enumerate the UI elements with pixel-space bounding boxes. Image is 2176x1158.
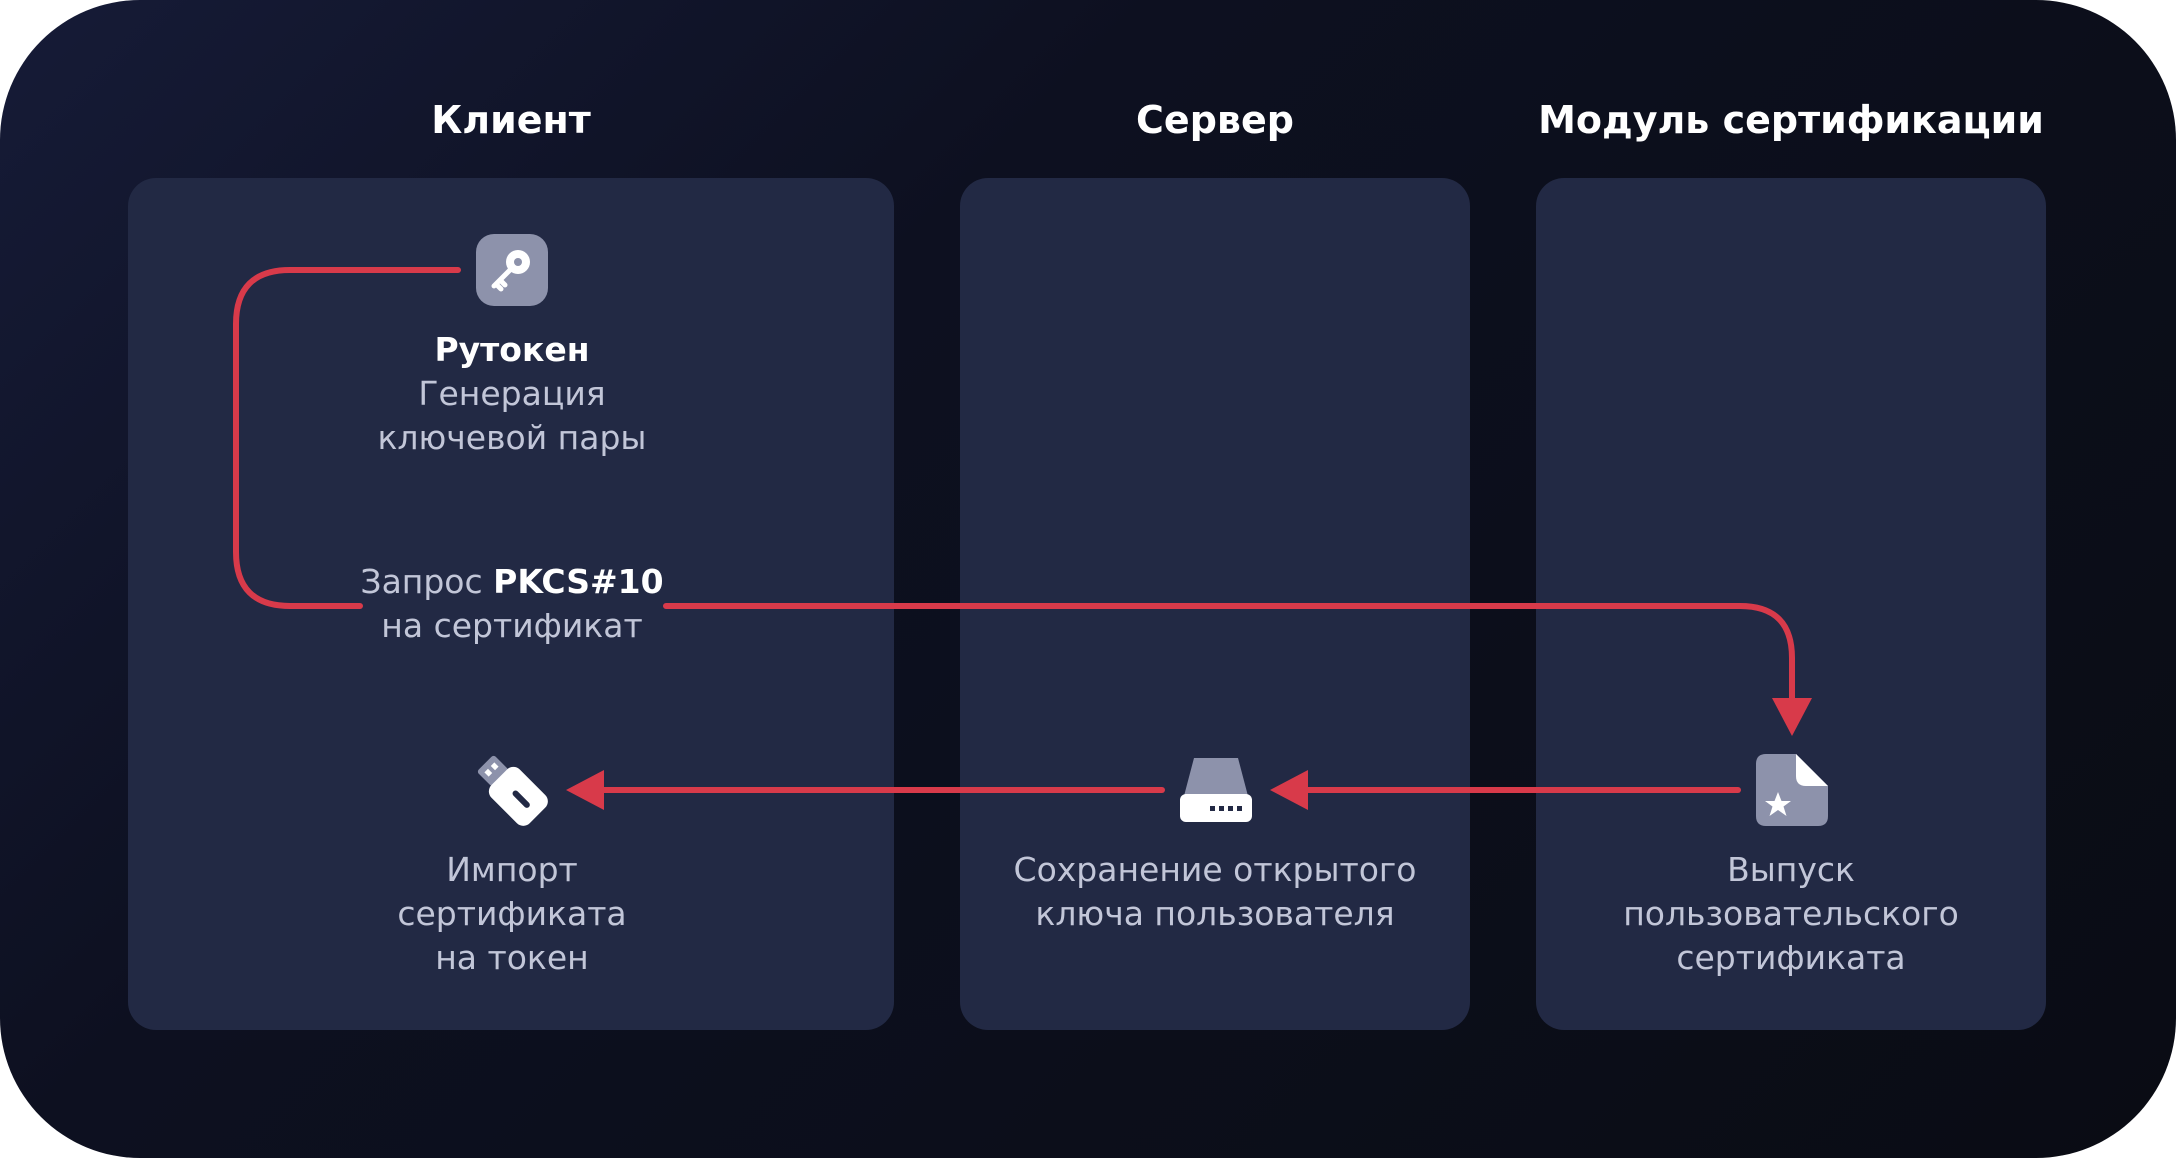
save-label: Сохранение открытого ключа пользователя xyxy=(990,848,1440,936)
request-prefix: Запрос xyxy=(360,562,494,601)
issue-line3: сертификата xyxy=(1676,938,1906,977)
issue-label: Выпуск пользовательского сертификата xyxy=(1566,848,2016,980)
request-pkcs: PKCS#10 xyxy=(493,562,664,601)
import-label: Импорт сертификата на токен xyxy=(330,848,694,980)
import-line1: Импорт xyxy=(446,850,578,889)
column-title-server: Сервер xyxy=(1136,98,1294,142)
rutoken-desc-line2: ключевой пары xyxy=(377,418,647,457)
rutoken-label: Рутокен Генерация ключевой пары xyxy=(330,328,694,460)
column-title-ca: Модуль сертификации xyxy=(1538,98,2044,142)
server-drive-icon xyxy=(1176,750,1256,830)
issue-line2: пользовательского xyxy=(1623,894,1959,933)
key-icon xyxy=(472,230,552,310)
column-title-client: Клиент xyxy=(431,98,591,142)
rutoken-title: Рутокен xyxy=(434,330,590,369)
rutoken-desc-line1: Генерация xyxy=(418,374,606,413)
issue-line1: Выпуск xyxy=(1727,850,1855,889)
usb-token-icon xyxy=(472,750,552,830)
save-line2: ключа пользователя xyxy=(1035,894,1395,933)
import-line3: на токен xyxy=(435,938,589,977)
save-line1: Сохранение открытого xyxy=(1013,850,1417,889)
request-label: Запрос PKCS#10 на сертификат xyxy=(330,560,694,648)
import-line2: сертификата xyxy=(397,894,627,933)
certificate-icon xyxy=(1752,750,1832,830)
request-line2: на сертификат xyxy=(381,606,643,645)
